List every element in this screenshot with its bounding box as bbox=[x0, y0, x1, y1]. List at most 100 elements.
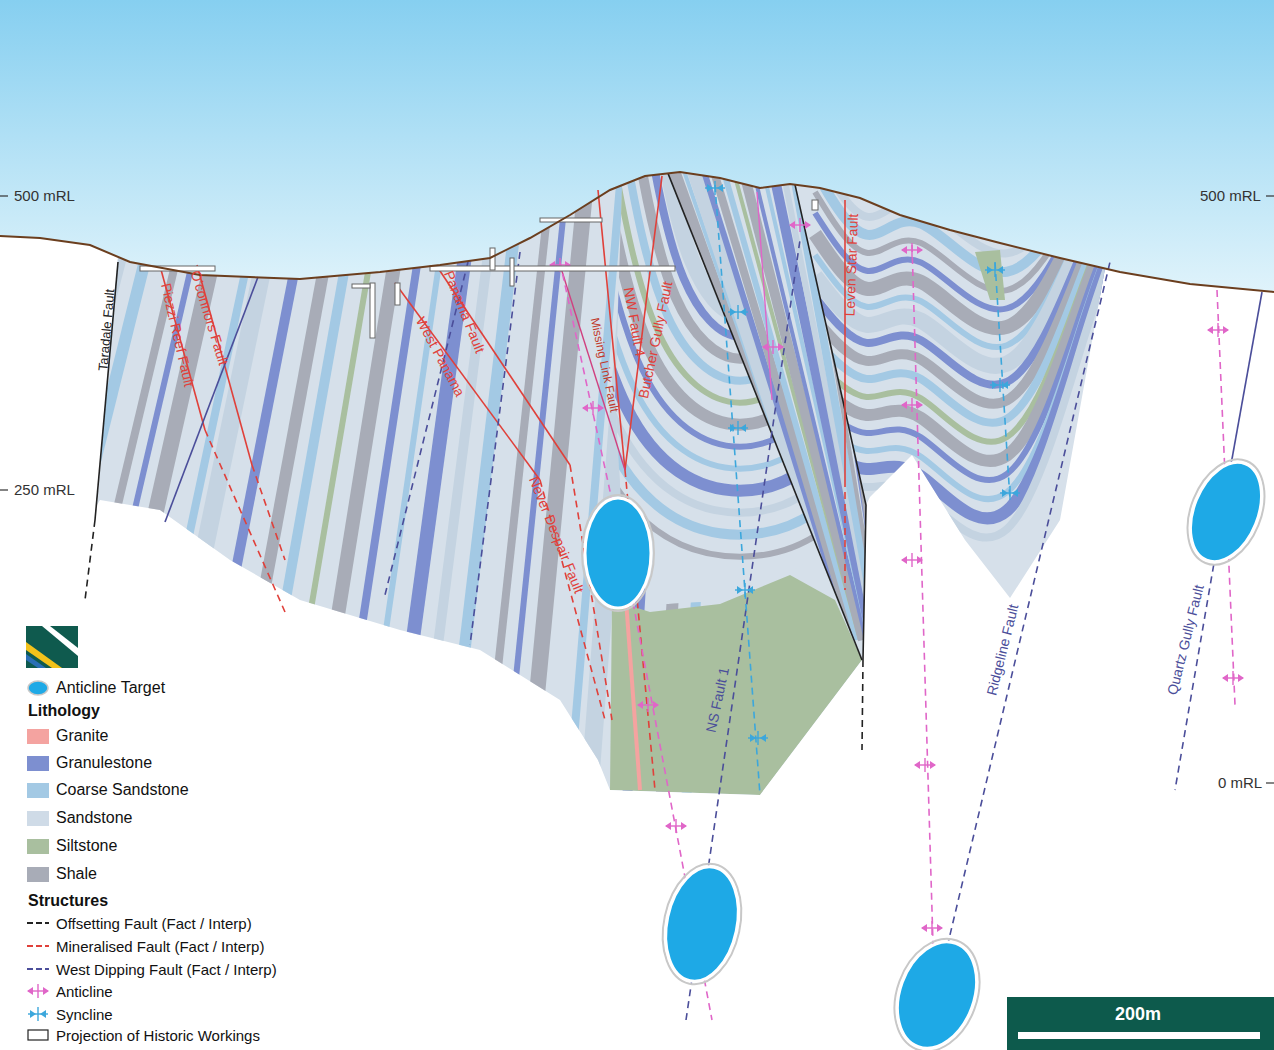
legend-text: Coarse Sandstone bbox=[56, 781, 189, 799]
legend-item: Siltstone bbox=[26, 836, 117, 856]
target-glow bbox=[652, 856, 752, 991]
siltstone-unit bbox=[610, 575, 862, 795]
fold-symbol-head bbox=[740, 308, 746, 316]
legend-text: Shale bbox=[56, 865, 97, 883]
fold-symbol-tick bbox=[931, 921, 932, 935]
fold-symbol-head bbox=[914, 761, 920, 769]
offsetting-fault bbox=[95, 262, 118, 520]
legend-swatch bbox=[27, 867, 49, 882]
legend-swatch bbox=[27, 756, 49, 771]
fold-symbol-head bbox=[1002, 381, 1008, 389]
fold-symbol-head bbox=[681, 822, 687, 830]
legend-swatch bbox=[27, 729, 49, 744]
fault-sample bbox=[27, 922, 49, 924]
legend-text: Projection of Historic Workings bbox=[56, 1027, 260, 1044]
syncline-axis bbox=[995, 262, 1010, 500]
fold-symbol-head bbox=[43, 987, 49, 995]
elevation-label: 500 mRL bbox=[14, 188, 75, 205]
fold-symbol-head bbox=[737, 586, 743, 594]
west-dipping-fault bbox=[1230, 292, 1262, 470]
fold-symbol-head bbox=[921, 924, 927, 932]
legend-sample bbox=[26, 754, 50, 772]
working-outline bbox=[352, 284, 370, 288]
fold-symbol-tick bbox=[744, 583, 745, 597]
legend-item: Anticline bbox=[26, 981, 113, 1001]
legend-text: Mineralised Fault (Fact / Interp) bbox=[56, 938, 264, 955]
fold-symbol-tick bbox=[994, 263, 995, 277]
fold-symbol-tick bbox=[647, 698, 648, 712]
mineralised-fault bbox=[252, 465, 285, 560]
fold-symbol-tick bbox=[1217, 323, 1218, 337]
offsetting-fault bbox=[668, 173, 862, 660]
fold-symbol-head bbox=[598, 404, 604, 412]
rock-bed bbox=[0, 160, 125, 800]
elevation-tick bbox=[0, 195, 8, 196]
rock-bed bbox=[11, 160, 170, 800]
fault-label: Ridgeline Fault bbox=[984, 603, 1022, 697]
fold-symbol-head bbox=[917, 246, 923, 254]
legend-sample bbox=[26, 809, 50, 827]
fault-label: Never Despair Fault bbox=[526, 474, 587, 595]
fold-symbol-head bbox=[1002, 489, 1008, 497]
fold-symbol-head bbox=[27, 987, 33, 995]
legend-symbol bbox=[26, 914, 50, 932]
working-outline bbox=[430, 266, 675, 271]
legend-item: Offsetting Fault (Fact / Interp) bbox=[26, 913, 252, 933]
fold-symbol-tick bbox=[1009, 486, 1010, 500]
rock-bed bbox=[815, 106, 1135, 272]
legend-item: West Dipping Fault (Fact / Interp) bbox=[26, 959, 277, 979]
legend-symbol bbox=[26, 937, 50, 955]
rock-bed bbox=[391, 160, 478, 800]
working-outline bbox=[490, 248, 495, 270]
rock-bed bbox=[308, 160, 411, 800]
historic-workings bbox=[140, 200, 818, 338]
fold-symbol-head bbox=[762, 343, 768, 351]
fold-symbol-head bbox=[747, 586, 753, 594]
legend-item: Granulestone bbox=[26, 753, 152, 773]
working-outline bbox=[540, 218, 602, 222]
rock-bed bbox=[226, 160, 344, 800]
working-outline bbox=[370, 283, 375, 338]
siltstone-unit bbox=[975, 250, 1005, 300]
legend-symbol bbox=[26, 960, 50, 978]
anticline-target bbox=[1177, 452, 1274, 572]
fault-label: Panama Fault bbox=[441, 269, 488, 356]
rock-bed bbox=[153, 160, 285, 800]
rock-bed bbox=[250, 160, 364, 800]
fold-symbol-tick bbox=[999, 378, 1000, 392]
fold-symbol-tick bbox=[924, 758, 925, 772]
rock-bed bbox=[815, 188, 1135, 518]
fold-symbol-head bbox=[760, 734, 766, 742]
legend-item: Granite bbox=[26, 726, 108, 746]
offsetting-fault bbox=[862, 660, 863, 750]
fold-symbol-tick bbox=[737, 305, 738, 319]
fault-label: Leven Star Fault bbox=[843, 213, 862, 316]
fold-symbol-tick bbox=[675, 819, 676, 833]
fault-sample bbox=[27, 945, 49, 947]
legend-sample bbox=[26, 727, 50, 745]
fold-symbol-head bbox=[805, 221, 811, 229]
fault-sample bbox=[27, 968, 49, 970]
legend-symbol bbox=[26, 1026, 50, 1044]
mineralised-fault bbox=[438, 268, 570, 465]
fold-symbol-head bbox=[987, 266, 993, 274]
legend-item: Shale bbox=[26, 864, 97, 884]
legend-item: Sandstone bbox=[26, 808, 133, 828]
anticline-targets bbox=[582, 448, 1274, 1050]
fold-symbol-head bbox=[901, 556, 907, 564]
fold-symbol-head bbox=[789, 221, 795, 229]
legend-sample bbox=[26, 865, 50, 883]
logo-block bbox=[26, 626, 78, 668]
logo-stripe bbox=[26, 654, 46, 668]
legend-symbol bbox=[26, 679, 50, 697]
elevation-label: 500 mRL bbox=[1200, 188, 1261, 205]
scale-bar bbox=[1018, 1032, 1260, 1039]
target-sample bbox=[28, 681, 48, 695]
legend-item: Mineralised Fault (Fact / Interp) bbox=[26, 936, 264, 956]
logo-stripe bbox=[42, 626, 78, 656]
target-glow bbox=[880, 927, 995, 1050]
fold-symbol-tick bbox=[757, 731, 758, 745]
fold-symbol-head bbox=[1222, 674, 1228, 682]
